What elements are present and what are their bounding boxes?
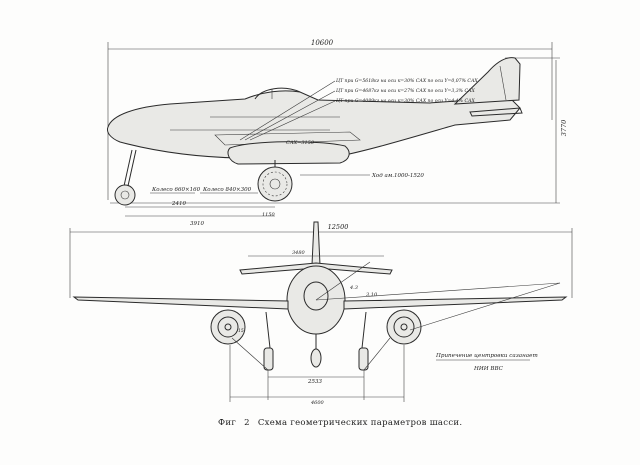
caption-number: 2	[244, 418, 250, 428]
ground-clearance-line-2	[409, 282, 561, 331]
right-engine-cone	[400, 323, 408, 331]
main-wheel-retract-arc	[262, 171, 288, 197]
engine-nacelle-side	[227, 141, 350, 165]
angle-small-label: 15	[238, 328, 244, 334]
nose-wheel-front	[310, 348, 322, 368]
overall-length-label: 10600	[311, 39, 334, 47]
rudder-line	[499, 65, 507, 101]
nose-wheel-hub	[120, 190, 130, 200]
left-main-gear	[265, 311, 271, 349]
left-angle-line	[231, 337, 269, 371]
right-engine-front	[386, 309, 422, 345]
stroke-note: Ход ам.1000-1520	[371, 173, 424, 179]
wing-root-side	[214, 131, 361, 146]
right-engine-inlet	[393, 316, 415, 338]
cockpit-front	[303, 281, 329, 311]
note-line-2: НИИ ВВС	[473, 366, 504, 372]
cg-note-3: ЦТ при G=4089кг на оси к=30% САХ по оси …	[336, 98, 475, 104]
ground-clearance-line	[315, 282, 561, 301]
nose-wheel	[114, 184, 136, 206]
horizontal-stab-side	[469, 107, 523, 117]
fuselage-side	[107, 90, 521, 159]
dim-3910: 3910	[190, 221, 204, 227]
nose-wheel-label: Колесо 660×160	[151, 187, 201, 193]
left-engine-cone	[224, 323, 232, 331]
span-label: 12500	[328, 223, 349, 231]
base-width-label: 4600	[310, 400, 325, 406]
main-wheel-hub	[269, 178, 281, 190]
mac-label: САХ=3150	[286, 140, 315, 146]
angle-line	[315, 261, 371, 301]
right-wing-front	[343, 296, 568, 310]
height-label: 3770	[560, 120, 568, 137]
cg-note-2: ЦТ при G=4687кг на оси к=27% САХ по оси …	[336, 88, 475, 94]
note-line-1: Припечение центровки сазанает	[435, 353, 538, 359]
side-view: 10600 3770 САХ=3150	[107, 39, 568, 227]
angle-right-label: 3.10	[366, 292, 378, 298]
right-angle-line	[363, 337, 391, 371]
left-wing-front	[72, 296, 289, 310]
right-main-gear	[361, 311, 367, 349]
tail-span-label: 3480	[292, 250, 306, 256]
cg-line-1	[239, 80, 336, 141]
wheel-track-label: 2533	[307, 379, 322, 385]
dim-1150: 1150	[262, 212, 276, 218]
nose-gear-strut	[123, 149, 133, 187]
horizontal-tail-front	[239, 262, 393, 275]
right-main-wheel-front	[358, 347, 369, 371]
angle-label: 4.3	[349, 285, 358, 291]
caption-fig: Фиг	[218, 418, 237, 428]
left-main-wheel-front	[263, 347, 274, 371]
vertical-tail	[453, 57, 521, 105]
caption-text: Схема геометрических параметров шасси.	[257, 418, 463, 428]
front-view: 12500 3480 4.3 3.10 15	[69, 221, 573, 406]
dim-2410: 2410	[171, 201, 186, 207]
left-engine-inlet	[217, 316, 239, 338]
nose-gear-strut-2	[127, 149, 137, 187]
main-wheel-label: Колесо 840×300	[202, 187, 252, 193]
cg-line-3	[249, 100, 336, 141]
left-engine-front	[210, 309, 246, 345]
cg-note-1: ЦТ при G=5618кг на оси к=30% САХ по оси …	[336, 78, 478, 84]
cg-line-2	[244, 90, 336, 141]
vertical-fin-front	[311, 221, 321, 266]
canopy	[254, 87, 301, 100]
figure-caption: Фиг 2 Схема геометрических параметров ша…	[218, 418, 467, 428]
